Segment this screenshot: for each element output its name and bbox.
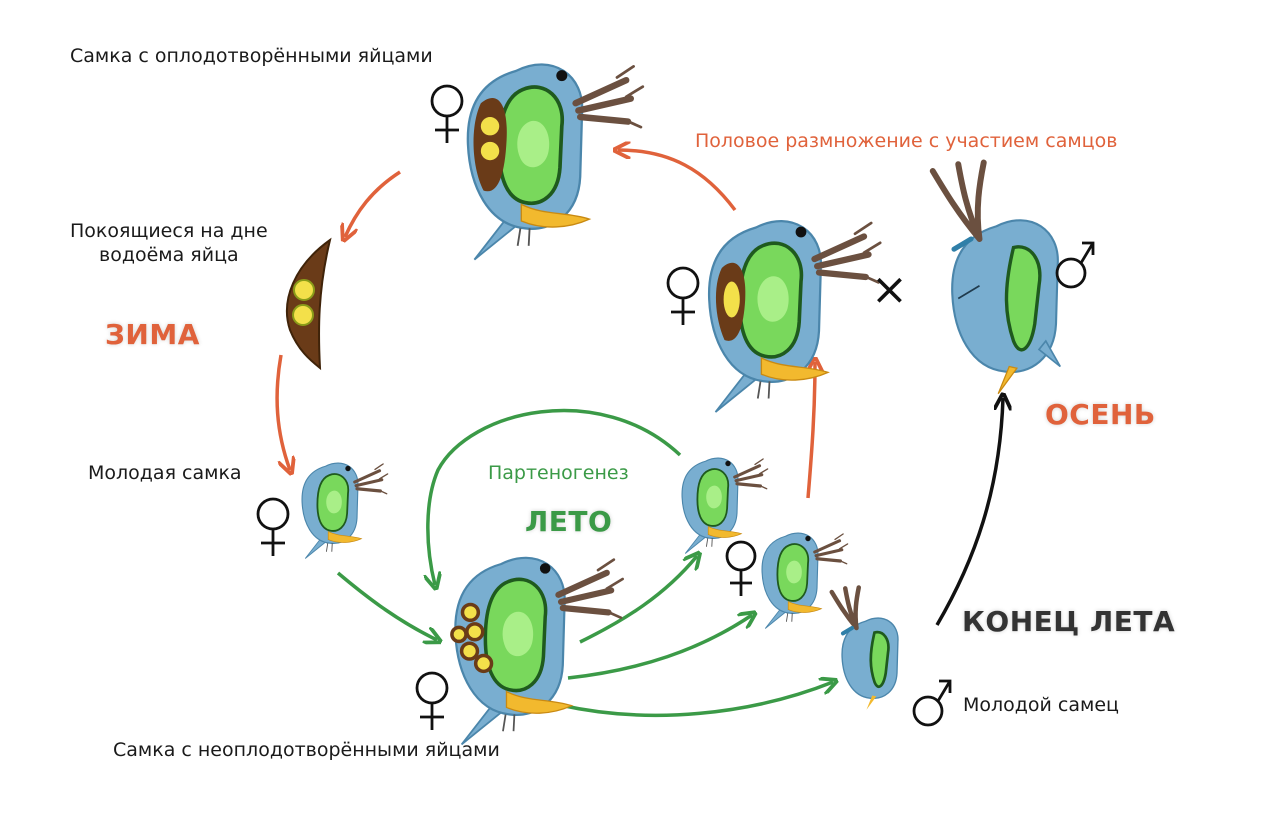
arrow-young-female-to-mating <box>808 362 815 499</box>
label-young-female: Молодая самка <box>88 462 242 484</box>
young-male <box>829 585 899 710</box>
label-young-male: Молодой самец <box>963 694 1119 716</box>
season-winter: ЗИМА <box>105 318 200 351</box>
female-symbol-young-right <box>725 540 757 596</box>
label-sexual-reproduction: Половое размножение с участием самцов <box>695 130 1118 152</box>
female-symbol-top <box>430 84 464 143</box>
mating-female <box>709 221 880 412</box>
arrow-mating-to-fertilized <box>618 150 737 212</box>
male-symbol-young <box>912 679 952 727</box>
arrow-fertilized-to-resting-eggs <box>345 170 401 237</box>
female-symbol-young-left <box>256 497 290 556</box>
label-resting-eggs: Покоящиеся на дне водоёма яйца <box>70 220 268 266</box>
adult-male <box>929 159 1061 395</box>
label-female-unfertilized: Самка с неоплодотворёнными яйцами <box>113 739 500 761</box>
arrow-unfertilized-to-young-female-1 <box>579 556 697 644</box>
season-end-of-summer: КОНЕЦ ЛЕТА <box>962 605 1176 638</box>
resting-eggs-ephippium <box>285 237 332 371</box>
label-parthenogenesis: Партеногенез <box>488 462 629 484</box>
arrow-resting-eggs-to-young-female <box>275 354 290 470</box>
female-symbol-mating <box>666 266 700 325</box>
female-fertilized-eggs <box>468 65 643 260</box>
male-symbol-adult <box>1055 241 1095 289</box>
young-female-right-upper <box>680 456 770 556</box>
female-symbol-unfertilized <box>415 671 449 730</box>
arrow-unfertilized-to-young-female-2 <box>567 615 752 680</box>
female-unfertilized-eggs <box>450 558 623 745</box>
arrow-young-male-to-male <box>935 398 1003 626</box>
cross-symbol: × <box>871 264 908 315</box>
season-autumn: ОСЕНЬ <box>1045 398 1156 431</box>
young-female-left <box>300 461 390 561</box>
label-female-fertilized: Самка с оплодотворёнными яйцами <box>70 45 433 67</box>
season-summer: ЛЕТО <box>525 505 613 538</box>
arrow-young-female-to-unfertilized <box>336 571 437 640</box>
arrow-parthenogenesis-loop <box>428 408 682 585</box>
young-female-right-lower <box>760 531 850 631</box>
arrow-unfertilized-to-young-male <box>559 682 833 718</box>
